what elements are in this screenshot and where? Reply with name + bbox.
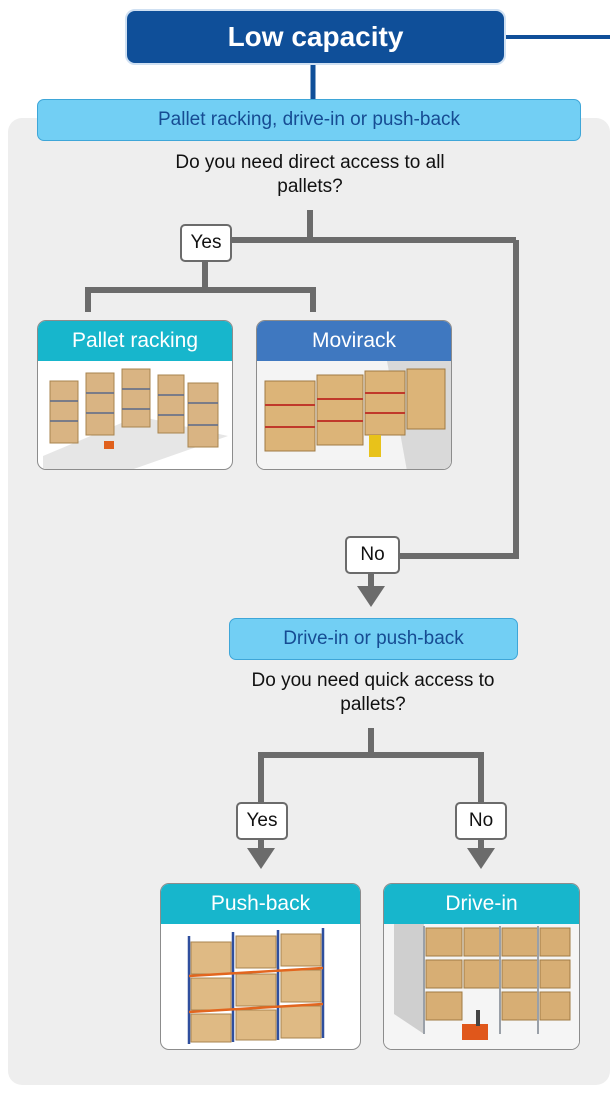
push-back-image	[187, 928, 325, 1044]
answer-yes-top: Yes	[180, 224, 232, 262]
answer-no-second: No	[455, 802, 507, 840]
answer-yes-second: Yes	[236, 802, 288, 840]
category-pill-top: Pallet racking, drive-in or push-back	[37, 99, 581, 141]
movirack-image	[257, 361, 451, 469]
category-pill-second: Drive-in or push-back	[229, 618, 518, 660]
option-title-push-back: Push-back	[161, 884, 360, 924]
option-card-movirack: Movirack	[256, 320, 452, 470]
option-card-push-back: Push-back	[160, 883, 361, 1050]
option-title-movirack: Movirack	[257, 321, 451, 361]
option-card-drive-in: Drive-in	[383, 883, 580, 1050]
drive-in-image	[384, 924, 579, 1049]
answer-no-top: No	[345, 536, 400, 574]
option-title-drive-in: Drive-in	[384, 884, 579, 924]
option-card-pallet-racking: Pallet racking	[37, 320, 233, 470]
question-quick-access: Do you need quick access to pallets?	[251, 670, 495, 715]
option-title-pallet-racking: Pallet racking	[38, 321, 232, 361]
question-direct-access: Do you need direct access to all pallets…	[175, 152, 445, 197]
pallet-racking-image	[43, 368, 228, 469]
header-low-capacity: Low capacity	[125, 9, 506, 65]
